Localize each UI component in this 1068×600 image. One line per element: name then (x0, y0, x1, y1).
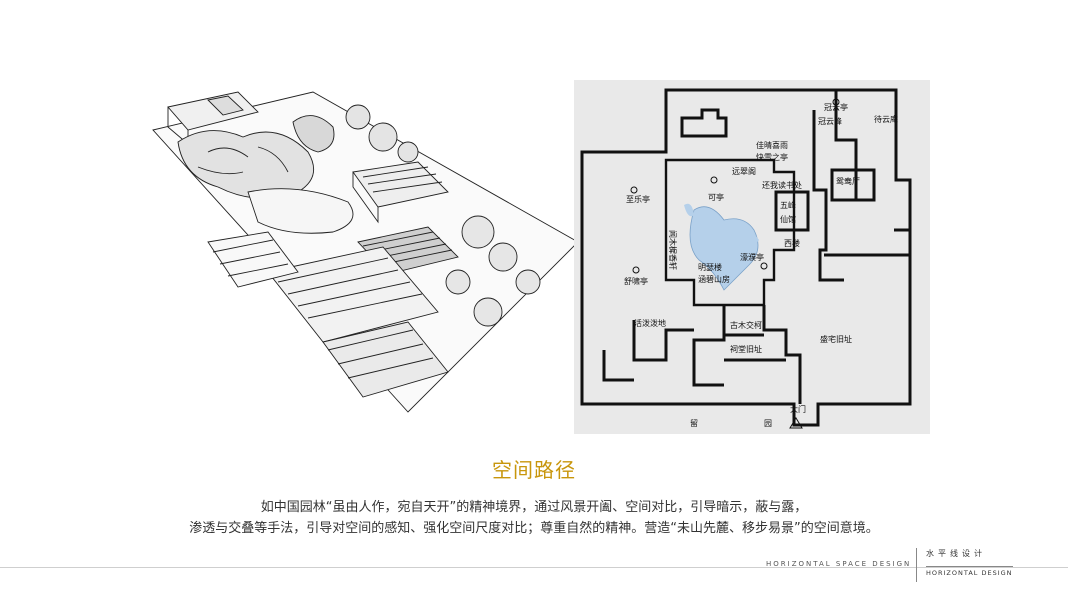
brand-logo-cn: 水平线设计 (926, 549, 986, 558)
description: 如中国园林“虽由人作，宛自天开”的精神境界，通过风景开阖、空间对比，引导暗示，蔽… (0, 497, 1068, 539)
garden-plan-map: 冠云亭 冠云峰 待云庵 佳晴喜雨 快雪之亭 远翠阁 还我读书处 至乐亭 可亭 五… (574, 80, 930, 434)
label-haopu-ting: 濠濮亭 (740, 252, 764, 262)
label-huanwo-dushu: 还我读书处 (762, 180, 802, 190)
description-line-2: 渗透与交叠等手法，引导对空间的感知、强化空间尺度对比；尊重自然的精神。营造“未山… (189, 521, 879, 536)
label-ke-ting: 可亭 (708, 192, 724, 202)
brand-logo-en: HORIZONTAL DESIGN (926, 566, 1013, 577)
label-wenmu-xixiang: 闻木樨香轩 (668, 230, 678, 270)
label-yuancui-ge: 远翠阁 (732, 166, 756, 176)
label-hanbi-shanfang: 涵碧山房 (698, 274, 730, 284)
label-guanyun-ting: 冠云亭 (824, 102, 848, 112)
section-title: 空间路径 (492, 458, 576, 482)
label-damen: 大门 (790, 404, 806, 414)
label-xilou: 西楼 (784, 238, 800, 248)
label-jiaqing-xiyu: 佳晴喜雨 (756, 140, 788, 150)
description-line-1: 如中国园林“虽由人作，宛自天开”的精神境界，通过风景开阖、空间对比，引导暗示，蔽… (260, 500, 808, 515)
label-citang-jiuzhi: 祠堂旧址 (730, 344, 762, 354)
brand-divider (916, 548, 917, 582)
label-liu: 留 (690, 418, 698, 428)
garden-perspective-sketch (152, 91, 578, 413)
label-yuanyang-ting: 鸳鸯厅 (836, 176, 860, 186)
label-huopo-podi: 活泼泼地 (634, 318, 666, 328)
label-mingse-lou: 明瑟楼 (698, 262, 722, 272)
label-guanyun-feng: 冠云峰 (818, 116, 842, 126)
label-daiyun-an: 待云庵 (874, 114, 898, 124)
label-xianguan: 仙馆 (780, 214, 796, 224)
label-gumu-jiaoke: 古木交柯 (730, 320, 762, 330)
label-yuan: 园 (764, 419, 772, 428)
label-shuxiao-ting: 舒啸亭 (624, 276, 648, 286)
label-shengzhai-jiuzhi: 盛宅旧址 (820, 334, 852, 344)
footer-divider (0, 567, 1068, 568)
label-zhiyang-ting: 至乐亭 (626, 194, 650, 204)
footer-brand-left: HORIZONTAL SPACE DESIGN (766, 560, 912, 568)
label-wufeng: 五峰 (780, 200, 796, 210)
label-kuaixue-zhiting: 快雪之亭 (756, 152, 788, 162)
